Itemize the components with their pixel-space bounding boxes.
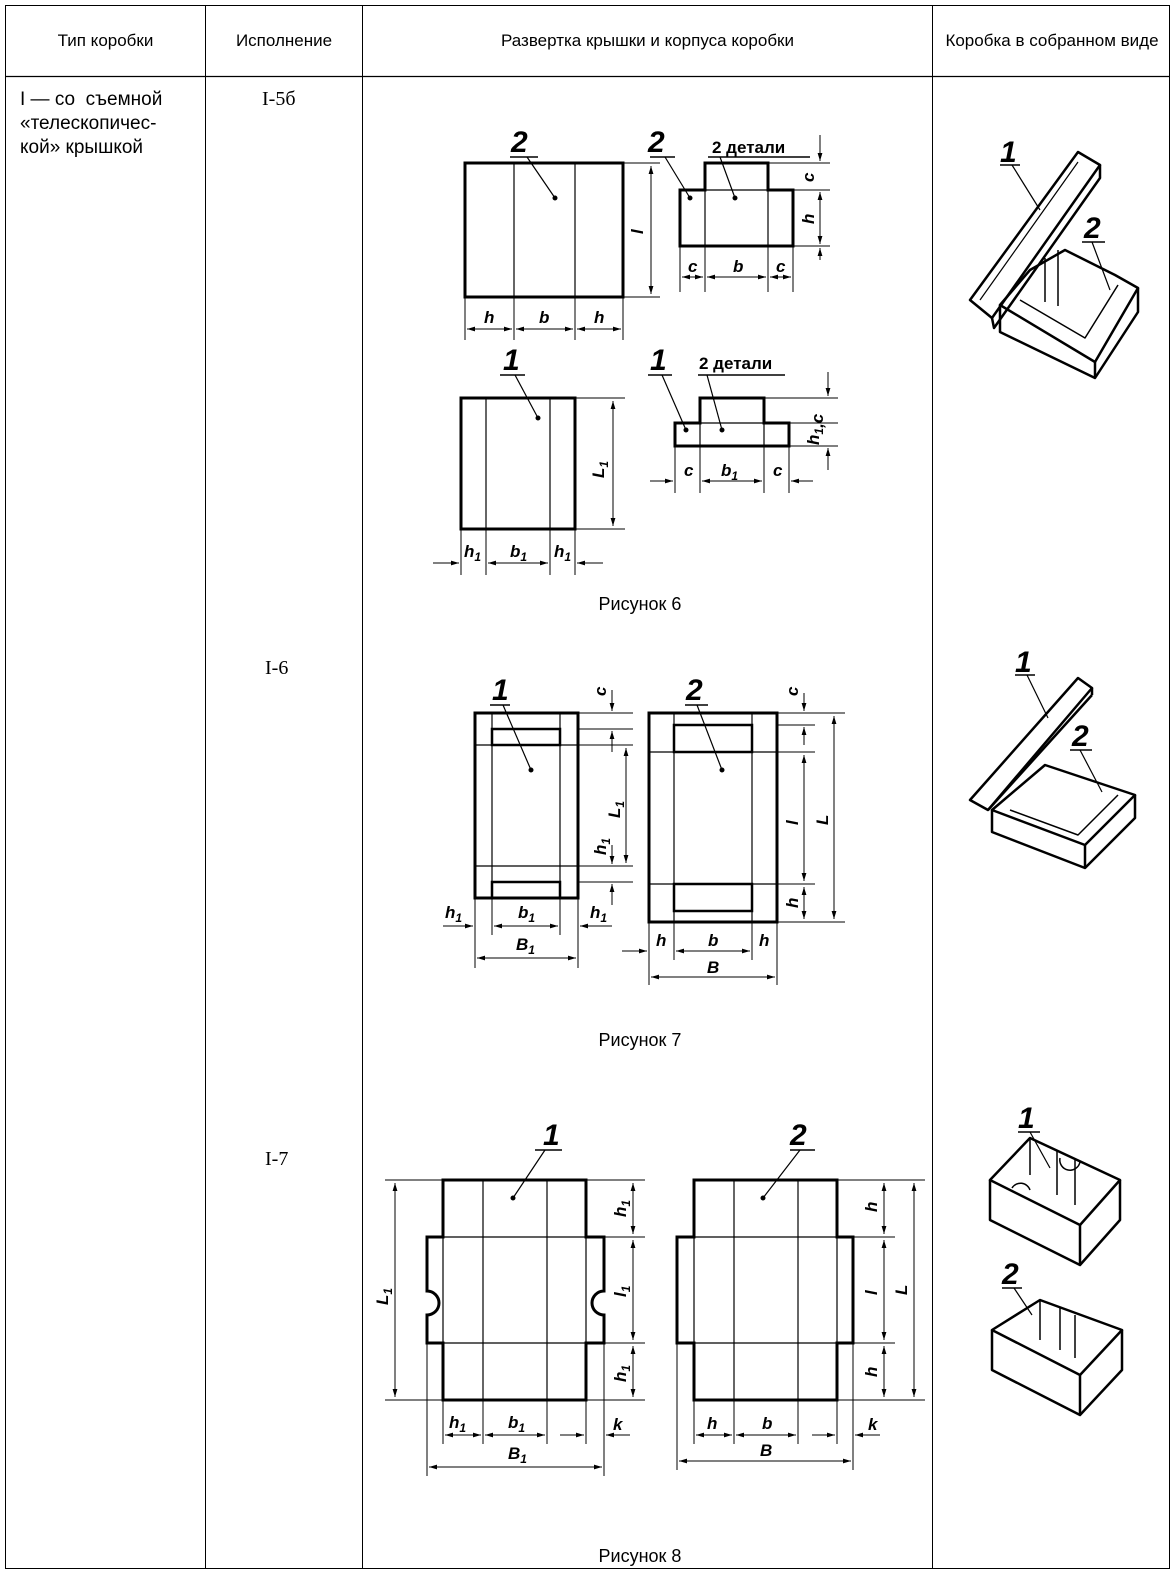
dim-label: b1 (518, 903, 535, 925)
dim-label: c (591, 686, 610, 696)
dim-label: B (760, 1441, 772, 1460)
part-number: 1 (1018, 1102, 1035, 1135)
box-type-line: I — со съемной (20, 89, 163, 110)
dim-label: h (484, 308, 494, 327)
dim-label: c (688, 257, 698, 276)
dim-label: l1 (611, 1285, 633, 1297)
dim-label: b1 (510, 542, 527, 564)
dim-label: L1 (589, 461, 611, 478)
dim-label: c (783, 686, 802, 696)
part-number: 2 (685, 674, 703, 707)
part-number: 2 (1083, 212, 1101, 245)
dim-label: h1 (449, 1413, 466, 1435)
dim-label: l (628, 228, 647, 234)
header-assembled: Коробка в собранном виде (945, 31, 1159, 50)
figure-caption: Рисунок 8 (598, 1546, 682, 1566)
dim-label: h1 (611, 1365, 633, 1382)
dim-label: l (862, 1289, 881, 1295)
dim-label: B (707, 958, 719, 977)
dim-label: h (759, 931, 769, 950)
dim-label: c (773, 461, 783, 480)
variant-label: I-7 (265, 1148, 289, 1170)
header-variant: Исполнение (235, 31, 333, 50)
box-type-cell: I — со съемной «телескопичес- кой» крышк… (20, 88, 200, 160)
dim-label: b1 (508, 1413, 525, 1435)
part-number: 1 (1000, 136, 1017, 169)
dim-label: h1 (611, 1200, 633, 1217)
part-number: 1 (503, 344, 520, 377)
dim-label: h (594, 308, 604, 327)
variant-label: I-6 (265, 657, 289, 679)
dim-label: L (813, 815, 832, 825)
dim-label: h1 (464, 542, 481, 564)
dim-label: k (868, 1415, 879, 1434)
dim-label: h (783, 898, 802, 908)
box-type-line: кой» крышкой (20, 137, 144, 158)
dim-label: h (656, 931, 666, 950)
header-layout: Развертка крышки и корпуса коробки (500, 31, 794, 50)
dim-label: b1 (721, 461, 738, 483)
part-number: 2 (647, 126, 665, 159)
dim-label: L1 (605, 801, 627, 818)
part-number: 1 (492, 674, 509, 707)
dim-label: c (684, 461, 694, 480)
dim-label: b (708, 931, 718, 950)
dim-label: h1 (445, 903, 462, 925)
dim-label: b (539, 308, 549, 327)
dim-label: h (862, 1202, 881, 1212)
figure-caption: Рисунок 6 (598, 594, 682, 614)
dim-label: h1,c (804, 413, 827, 445)
figure-caption: Рисунок 7 (598, 1030, 682, 1050)
dim-label: l (783, 819, 802, 825)
dim-label: k (613, 1415, 624, 1434)
dim-label: h1 (554, 542, 571, 564)
dim-label: b (762, 1414, 772, 1433)
part-number: 1 (543, 1119, 560, 1152)
parts-note: 2 детали (712, 138, 785, 157)
box-type-line: «телескопичес- (20, 113, 157, 134)
dim-label: h1 (590, 903, 607, 925)
dim-label: h (799, 214, 818, 224)
dim-label: c (799, 172, 818, 182)
dim-label: L1 (373, 1288, 395, 1305)
dim-label: B1 (508, 1444, 527, 1466)
part-number: 2 (789, 1119, 807, 1152)
dim-label: h (862, 1367, 881, 1377)
dim-label: b (733, 257, 743, 276)
dim-label: c (776, 257, 786, 276)
parts-note: 2 детали (699, 354, 772, 373)
part-number: 2 (510, 126, 528, 159)
variant-label: I-5б (262, 88, 296, 110)
part-number: 1 (1015, 646, 1032, 679)
dim-label: L (892, 1285, 911, 1295)
dim-label: B1 (516, 935, 535, 957)
part-number: 2 (1071, 720, 1089, 753)
dim-label: h1 (591, 838, 613, 855)
part-number: 2 (1001, 1258, 1019, 1291)
dim-label: h (707, 1414, 717, 1433)
part-number: 1 (650, 344, 667, 377)
header-type: Тип коробки (57, 31, 154, 50)
